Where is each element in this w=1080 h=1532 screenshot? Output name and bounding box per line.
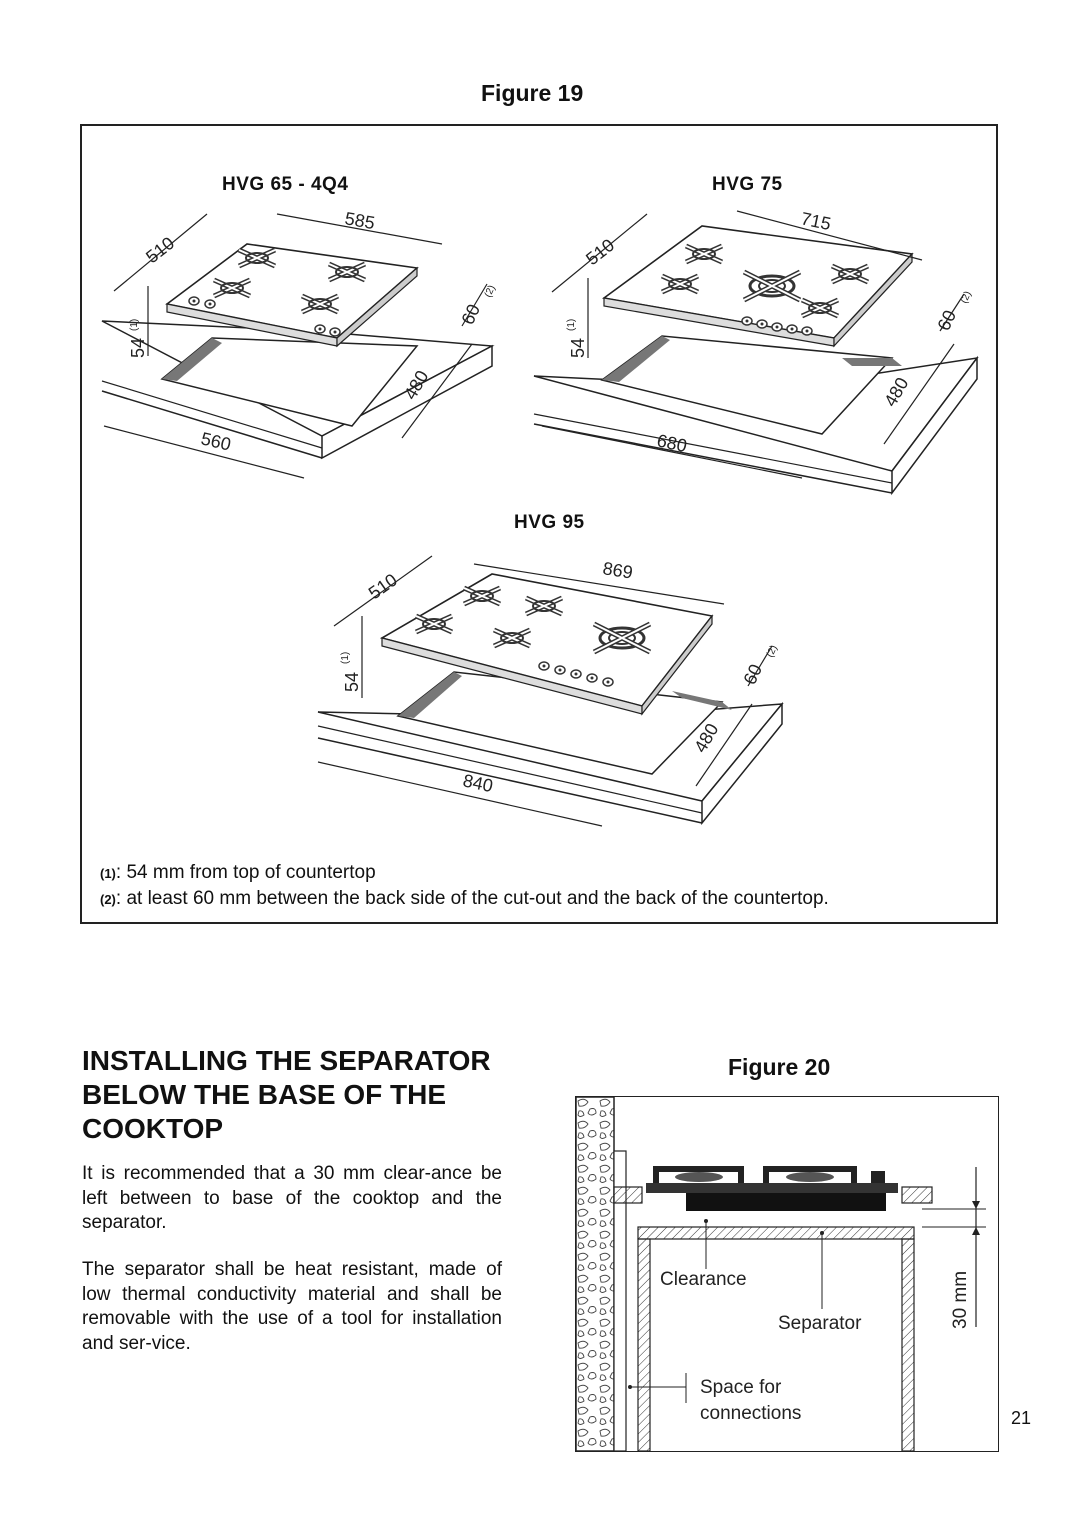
model-label-hvg75: HVG 75 [712,174,783,195]
figure-20-frame: 30 mm Clearance Separator Space for conn… [575,1096,999,1452]
hvg65-depth-label: 510 [142,233,178,267]
hvg75-depth-label: 510 [582,235,618,269]
hvg95-drawing: 869 510 54 (1) 840 480 60 (2) [317,555,784,827]
separator-section-drawing: 30 mm Clearance Separator Space for conn… [576,1097,986,1451]
hvg75-width-label: 715 [799,208,833,234]
model-label-hvg65: HVG 65 - 4Q4 [222,174,349,195]
hvg75-rear-label: 60 [933,307,960,334]
footnote-2-marker: (2) [100,892,116,907]
figure-19-title: Figure 19 [481,80,584,106]
figure-19-frame: HVG 65 - 4Q4 HVG 75 HVG 95 [80,124,998,924]
footnote-1: (1): 54 mm from top of countertop [100,862,376,884]
cooktop-installation-drawing: 585 510 54 (1) 560 480 60 (2) [101,208,979,827]
paragraph-separator: The separator shall be heat resistant, m… [82,1259,502,1354]
space-for-connections-label-line1: Space for [700,1377,782,1398]
hvg65-rear-label: 60 [457,301,484,328]
footnote-2-text: : at least 60 mm between the back side o… [115,888,829,909]
hvg95-height-label: 54 [342,672,362,692]
paragraph-clearance: It is recommended that a 30 mm clear-anc… [82,1163,502,1233]
separator-label: Separator [778,1313,862,1334]
hvg95-width-label: 869 [601,558,634,582]
hvg65-note2-mark: (2) [483,284,498,300]
footnote-2: (2): at least 60 mm between the back sid… [100,888,829,910]
hvg95-rear-label: 60 [739,661,766,688]
footnote-1-marker: (1) [100,866,116,881]
hvg95-note1-mark: (1) [340,652,351,664]
hvg75-height-label: 54 [568,338,588,358]
page-number: 21 [1011,1408,1032,1428]
hvg65-drawing: 585 510 54 (1) 560 480 60 (2) [101,208,498,479]
hvg65-height-label: 54 [128,338,148,358]
hvg75-note1-mark: (1) [566,319,577,331]
hvg75-note2-mark: (2) [959,290,974,306]
space-for-connections-label-line2: connections [700,1403,801,1424]
footnote-1-text: : 54 mm from top of countertop [115,862,376,883]
hvg75-drawing: 715 510 54 (1) 680 480 60 (2) [533,208,979,496]
section-heading: INSTALLING THE SEPARATOR BELOW THE BASE … [82,1045,491,1144]
hvg95-note2-mark: (2) [765,644,780,660]
clearance-label: Clearance [660,1269,747,1290]
hvg95-depth-label: 510 [365,570,401,604]
hvg95-cut-width-label: 840 [461,770,495,796]
hvg65-width-label: 585 [343,208,376,233]
hvg65-cut-width-label: 560 [199,428,233,454]
figure-20-title: Figure 20 [728,1054,831,1080]
hvg75-cut-width-label: 680 [655,430,689,456]
model-label-hvg95: HVG 95 [514,512,585,533]
dimension-30mm-label: 30 mm [950,1271,971,1329]
hvg65-note1-mark: (1) [129,319,140,331]
